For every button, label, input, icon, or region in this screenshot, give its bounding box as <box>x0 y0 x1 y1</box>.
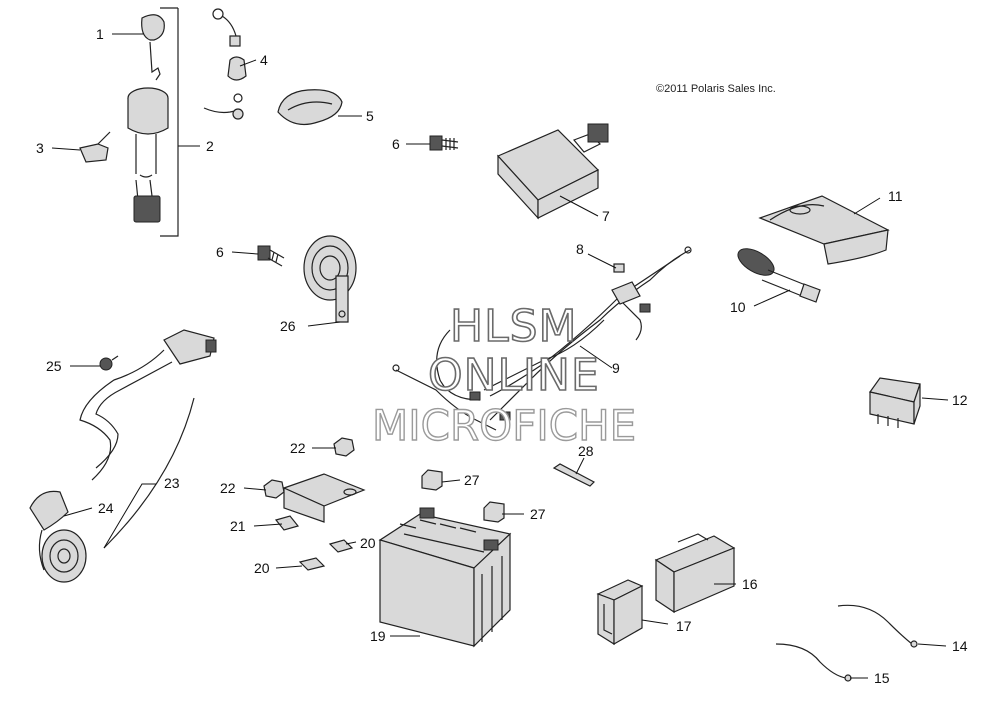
fuse-part <box>613 263 625 273</box>
callout-1: 1 <box>96 26 104 42</box>
nut-part-upper <box>333 437 355 457</box>
callout-8: 8 <box>576 241 584 257</box>
pad-part-left <box>298 557 326 571</box>
pin-part <box>552 463 595 487</box>
callout-26: 26 <box>280 318 296 334</box>
module-part <box>654 533 736 614</box>
ignition-switch-part <box>127 7 179 237</box>
cover-part <box>277 89 343 125</box>
regulator-part <box>496 123 609 220</box>
screw-part <box>99 355 119 371</box>
leader-lines <box>51 33 949 679</box>
tool-part <box>737 248 821 303</box>
callout-19: 19 <box>370 628 386 644</box>
callout-11: 11 <box>888 188 903 204</box>
callout-10: 10 <box>730 299 746 315</box>
terminal-cap-part-a <box>421 469 443 491</box>
callout-4: 4 <box>260 52 268 68</box>
clip-part <box>79 131 111 163</box>
callout-5: 5 <box>366 108 374 124</box>
callout-7: 7 <box>602 208 610 224</box>
callout-14: 14 <box>952 638 968 654</box>
callout-20-right: 20 <box>360 535 376 551</box>
breather-hose-part <box>29 329 217 583</box>
relay-part <box>868 377 921 428</box>
callout-22-lower: 22 <box>220 480 236 496</box>
callout-15: 15 <box>874 670 890 686</box>
callout-27-upper: 27 <box>464 472 480 488</box>
wire-harness-part <box>392 246 692 431</box>
bolt-part-upper <box>429 135 459 151</box>
pad-part-right <box>328 539 354 553</box>
watermark-line-2: ONLINE <box>428 350 600 401</box>
nut-part-lower <box>263 479 285 499</box>
watermark-line-3: MICROFICHE <box>372 401 636 450</box>
callout-21: 21 <box>230 518 246 534</box>
callout-17: 17 <box>676 618 692 634</box>
callout-24: 24 <box>98 500 114 516</box>
callout-28: 28 <box>578 443 594 459</box>
cable-part-14 <box>837 604 918 648</box>
callout-2: 2 <box>206 138 214 154</box>
horn-part <box>303 235 357 323</box>
callout-27-lower: 27 <box>530 506 546 522</box>
bolt-part-lower <box>257 245 285 267</box>
watermark-line-1: HLSM <box>450 301 578 352</box>
callout-6-upper: 6 <box>392 136 400 152</box>
terminal-cap-part-b <box>483 501 505 523</box>
bracket-part <box>274 473 366 531</box>
callout-numbers: 1 2 3 4 5 6 7 6 26 8 9 11 10 12 25 22 22… <box>36 26 968 686</box>
callout-3: 3 <box>36 140 44 156</box>
battery-part <box>378 507 512 648</box>
callout-16: 16 <box>742 576 758 592</box>
callout-12: 12 <box>952 392 968 408</box>
callout-22-upper: 22 <box>290 440 306 456</box>
tool-bag-part <box>758 195 890 265</box>
callout-9: 9 <box>612 360 620 376</box>
callout-25: 25 <box>46 358 62 374</box>
watermark: HLSM ONLINE MICROFICHE <box>371 300 637 451</box>
cable-part-15 <box>775 643 852 682</box>
callout-23: 23 <box>164 475 180 491</box>
cable-boot-part <box>203 8 247 120</box>
callout-20-left: 20 <box>254 560 270 576</box>
copyright-text: ©2011 Polaris Sales Inc. <box>656 83 776 95</box>
module-boot-part <box>596 579 644 646</box>
callout-6-lower: 6 <box>216 244 224 260</box>
